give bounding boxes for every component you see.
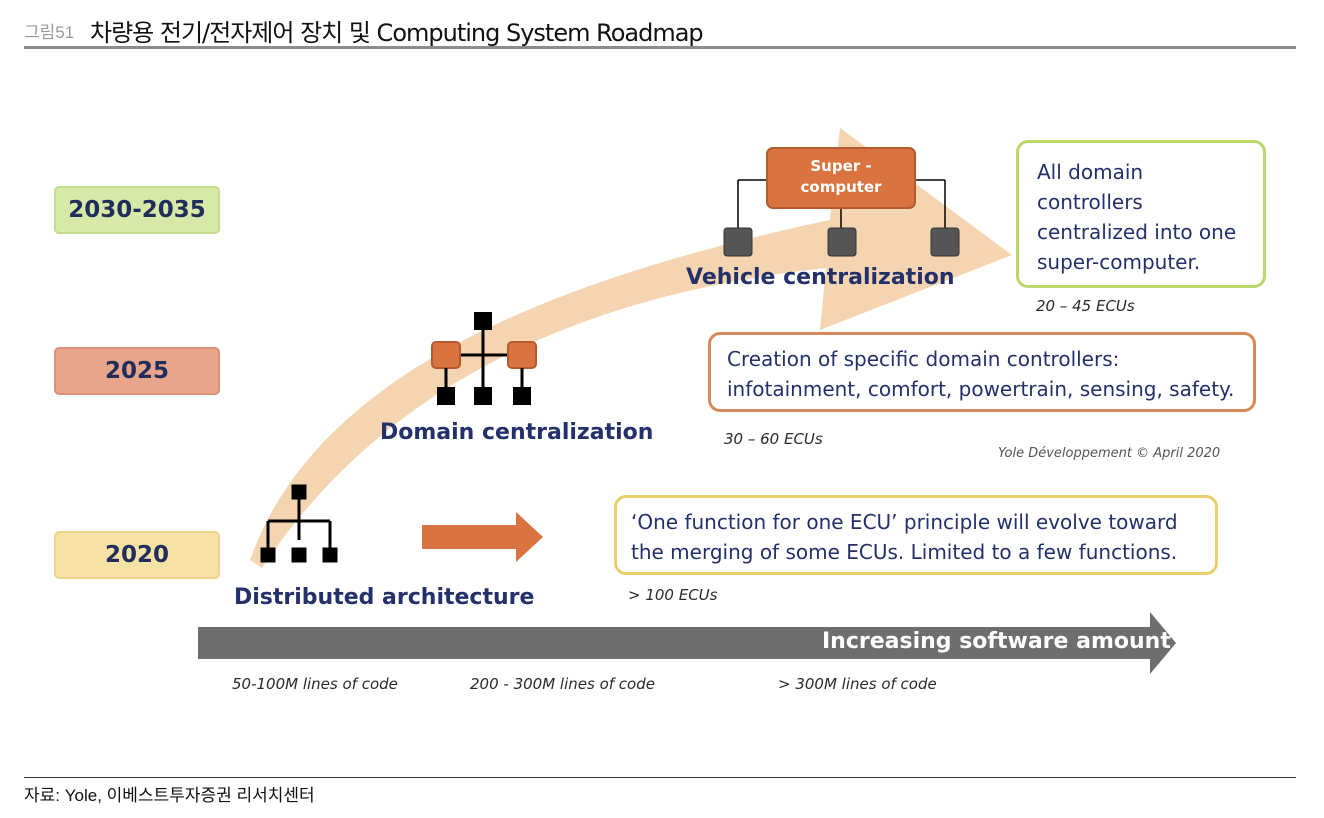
ecu-count-distributed: > 100 ECUs (628, 586, 718, 604)
stage-distributed-architecture: Distributed architecture (234, 585, 535, 610)
domain-controller-icon (431, 312, 537, 405)
stage-vehicle-centralization: Vehicle centralization (686, 265, 955, 290)
supercomputer-icon (723, 147, 960, 257)
box-line: Creation of specific domain controllers: (727, 347, 1120, 371)
supercomputer-label-line-2: computer (800, 178, 882, 196)
source-note: 자료: Yole, 이베스트투자증권 리서치센터 (24, 786, 315, 805)
figure-title: 차량용 전기/전자제어 장치 및 Computing System Roadma… (90, 19, 704, 47)
box-line: super-computer. (1037, 250, 1201, 274)
ecu-count-domain: 30 – 60 ECUs (724, 430, 823, 448)
code-lines-2030: > 300M lines of code (778, 675, 937, 693)
ecu-count-vehicle: 20 – 45 ECUs (1036, 297, 1135, 315)
year-label-2030-2035: 2030-2035 (54, 186, 220, 234)
year-label-2025: 2025 (54, 347, 220, 395)
supercomputer-label: Super - computer (767, 156, 915, 198)
box-line: the merging of some ECUs. Limited to a f… (631, 540, 1178, 564)
top-rule (24, 46, 1296, 49)
code-lines-2020: 50-100M lines of code (232, 675, 398, 693)
box-line: infotainment, comfort, powertrain, sensi… (727, 377, 1235, 401)
software-bar-arrow (198, 612, 1176, 674)
box-line: controllers (1037, 190, 1143, 214)
curved-roadmap-arrow (250, 128, 1012, 568)
figure-number: 그림51 (24, 23, 75, 42)
bottom-rule (24, 777, 1296, 778)
vehicle-centralization-description: All domain controllers centralized into … (1016, 140, 1266, 288)
software-bar-label: Increasing software amount (822, 629, 1171, 654)
box-line: centralized into one (1037, 220, 1237, 244)
yole-credit: Yole Développement © April 2020 (998, 446, 1221, 461)
domain-centralization-description: Creation of specific domain controllers:… (708, 332, 1256, 412)
box-line: All domain (1037, 160, 1144, 184)
code-lines-2025: 200 - 300M lines of code (470, 675, 655, 693)
distributed-tree-icon (260, 484, 338, 563)
stage-domain-centralization: Domain centralization (380, 420, 654, 445)
orange-block-arrow (422, 512, 543, 562)
figure-header: 그림51 차량용 전기/전자제어 장치 및 Computing System R… (24, 10, 1296, 47)
box-line: ‘One function for one ECU’ principle wil… (631, 510, 1178, 534)
year-label-2020: 2020 (54, 531, 220, 579)
distributed-architecture-description: ‘One function for one ECU’ principle wil… (614, 495, 1218, 575)
supercomputer-label-line-1: Super - (810, 157, 872, 175)
